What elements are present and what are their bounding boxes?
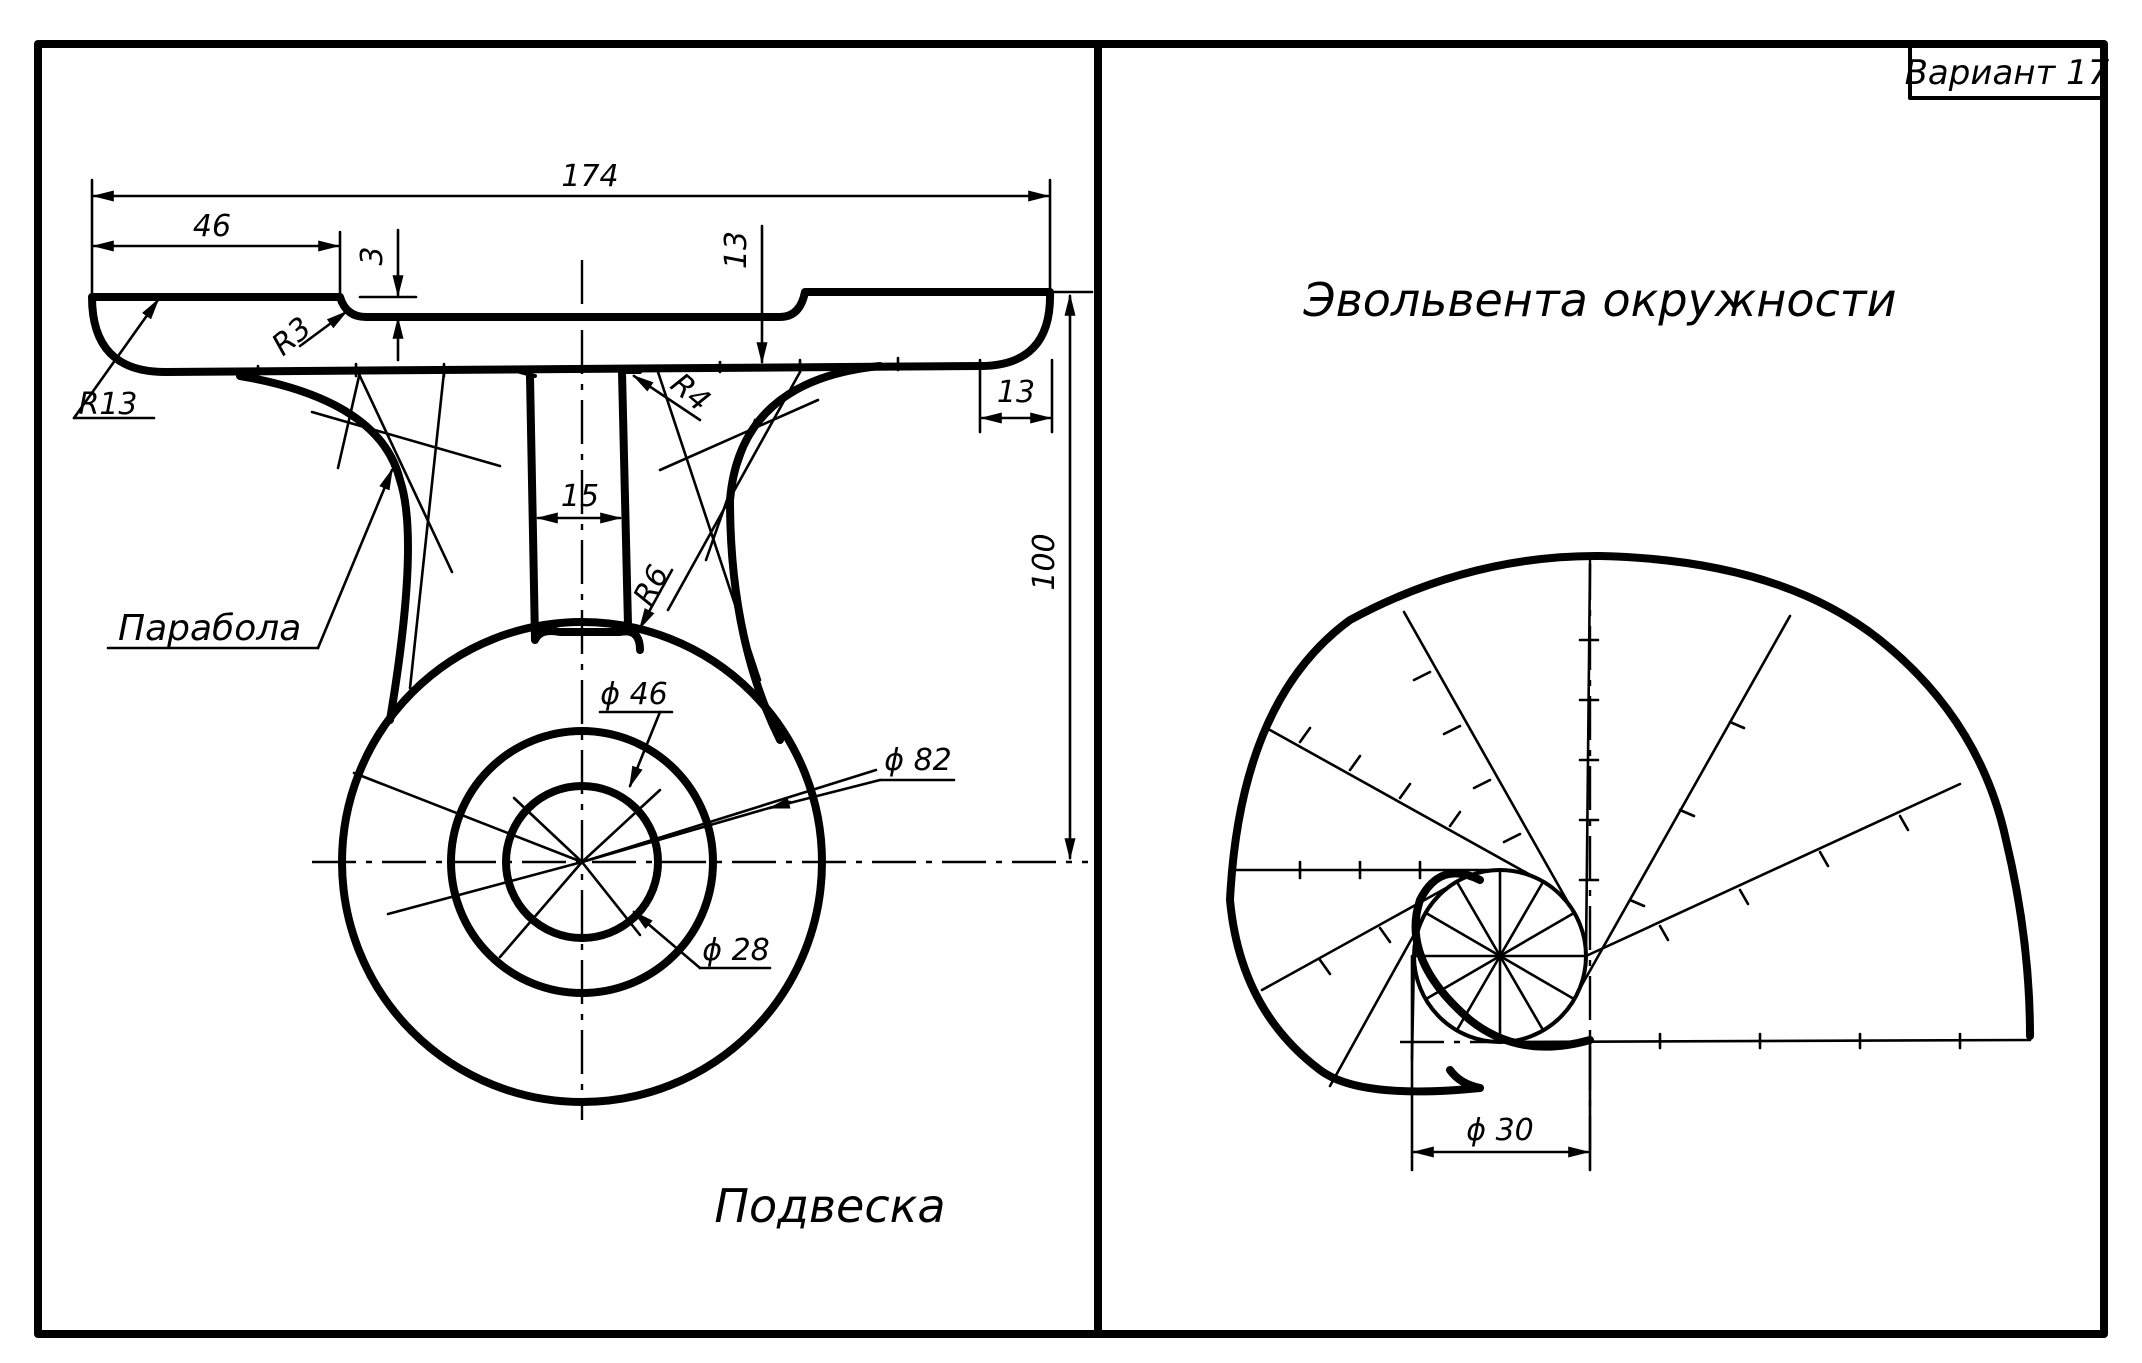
right-parabola	[726, 362, 884, 744]
parabola-leader: Парабола	[106, 467, 394, 650]
dim-100: 100	[1027, 290, 1094, 861]
right-title: Эвольвента окружности	[1303, 273, 1897, 327]
svg-text:174: 174	[561, 159, 618, 194]
top-plate-outline	[88, 288, 1055, 376]
radial-lines	[352, 768, 878, 959]
svg-text:100: 100	[1027, 533, 1062, 590]
dia-28: ϕ 28	[632, 910, 772, 970]
dim-3: 3	[355, 228, 418, 362]
variant-box: Вариант 17	[1905, 42, 2110, 100]
involute-curve	[1226, 551, 2034, 1096]
svg-text:3: 3	[355, 246, 390, 265]
svg-text:46: 46	[193, 209, 231, 244]
plate-ticks	[256, 356, 900, 378]
svg-text:R13: R13	[78, 387, 137, 422]
svg-text:Парабола: Парабола	[118, 608, 301, 649]
radius-r3: R3	[265, 310, 348, 363]
dim-174: 174	[90, 159, 1052, 302]
sheet-frame	[34, 40, 2108, 1338]
radius-r4: R4	[632, 366, 717, 422]
left-parabola	[236, 372, 412, 724]
svg-text:13: 13	[719, 231, 754, 269]
dim-15: 15	[535, 479, 623, 524]
svg-text:ϕ 46: ϕ 46	[600, 677, 668, 712]
stem	[526, 372, 644, 654]
dim-46: 46	[91, 209, 342, 302]
variant-label: Вариант 17	[1905, 53, 2110, 93]
tangent-lines	[1232, 562, 2032, 1088]
suspension-drawing: 174 46 3 13 13	[72, 159, 1094, 1233]
svg-text:ϕ 28: ϕ 28	[702, 933, 770, 968]
dim-13-edge: 13	[978, 358, 1054, 434]
radius-r13: R13	[72, 298, 160, 422]
svg-text:ϕ 82: ϕ 82	[884, 743, 952, 778]
base-circle-spokes	[1412, 868, 1588, 1044]
tangent-ticks	[1298, 638, 1962, 1050]
left-title: Подвеска	[714, 1179, 945, 1233]
svg-text:13: 13	[997, 375, 1035, 410]
parabola-construction	[310, 370, 820, 690]
svg-text:R6: R6	[627, 560, 677, 612]
dim-13-step: 13	[719, 224, 768, 365]
svg-text:15: 15	[561, 479, 599, 514]
involute-drawing: Эвольвента окружности	[1226, 273, 2034, 1172]
svg-text:ϕ 30: ϕ 30	[1466, 1113, 1534, 1148]
dia-82: ϕ 82	[767, 743, 956, 810]
dia-30: ϕ 30	[1410, 954, 1592, 1172]
dia-46: ϕ 46	[598, 677, 674, 789]
radius-r6: R6	[627, 560, 677, 630]
svg-text:R3: R3	[265, 310, 318, 362]
